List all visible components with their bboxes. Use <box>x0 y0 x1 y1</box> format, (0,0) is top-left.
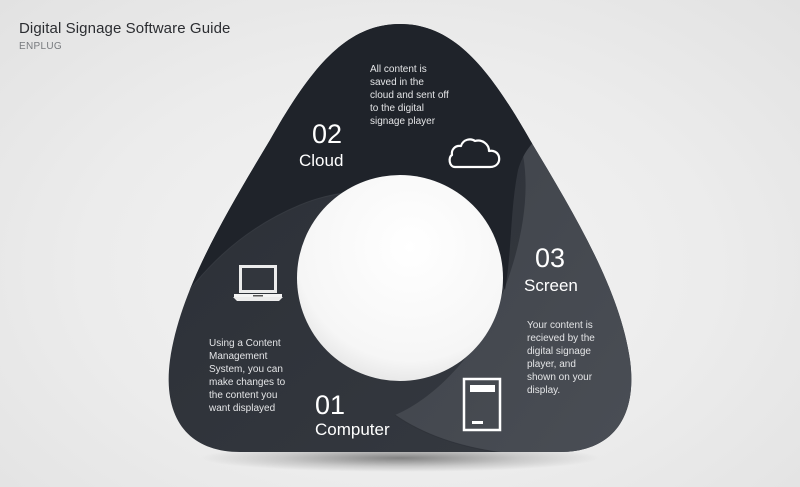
header: Digital Signage Software Guide ENPLUG <box>19 20 230 52</box>
brand-subtitle: ENPLUG <box>19 41 62 52</box>
step-cloud-label: Cloud <box>299 151 344 170</box>
step-cloud-number: 02 <box>312 119 343 149</box>
center-circle <box>297 175 503 381</box>
step-screen-label: Screen <box>524 276 578 295</box>
cloud-icon <box>448 138 501 169</box>
screen-icon <box>462 377 502 432</box>
step-computer-label: Computer <box>315 420 390 439</box>
step-computer-description: Using a Content Management System, you c… <box>209 338 286 414</box>
step-screen-description: Your content is recieved by the digital … <box>527 320 595 396</box>
step-cloud-description: All content is saved in the cloud and se… <box>370 64 449 127</box>
step-computer-number: 01 <box>315 390 346 420</box>
page-title: Digital Signage Software Guide <box>19 20 231 37</box>
step-screen-number: 03 <box>535 243 566 273</box>
laptop-icon <box>233 265 283 301</box>
